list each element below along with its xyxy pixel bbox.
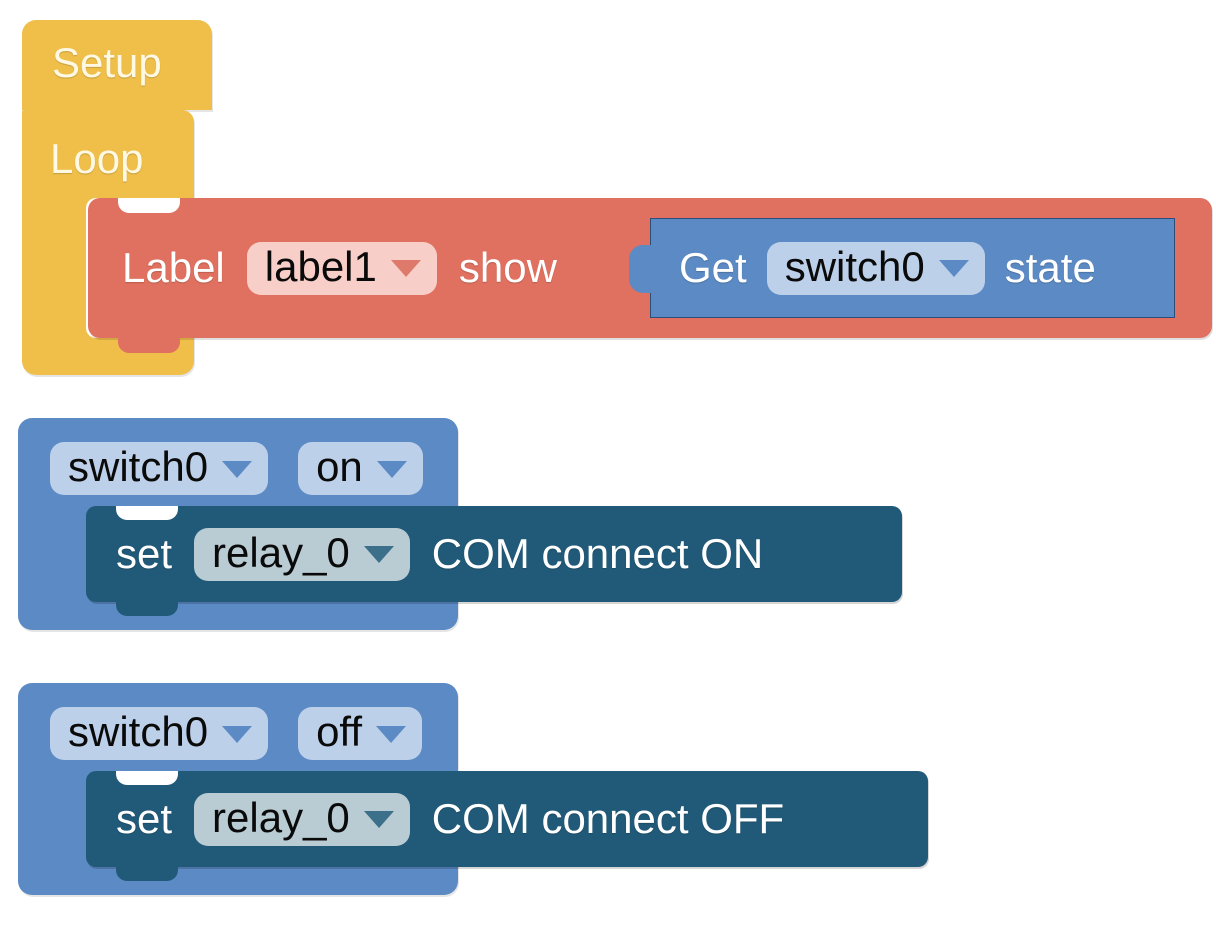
get-block-prefix: Get	[679, 244, 747, 291]
label-block-row: Label label1 show	[122, 198, 557, 338]
set-relay-on-top-notch	[116, 506, 178, 520]
switch-on-device-dropdown[interactable]: switch0	[50, 442, 269, 495]
label-target-dropdown-value: label1	[264, 242, 377, 290]
get-switch-state-block[interactable]: Get switch0 state	[629, 218, 1175, 318]
label-block-prefix: Label	[122, 244, 225, 291]
chevron-down-icon	[222, 460, 253, 478]
set-relay-off-prefix: set	[116, 795, 173, 842]
switch-off-device-dropdown[interactable]: switch0	[50, 707, 269, 760]
chevron-down-icon	[376, 725, 406, 743]
get-block-suffix: state	[1004, 244, 1096, 291]
get-source-dropdown[interactable]: switch0	[766, 241, 985, 295]
switch-off-state-dropdown[interactable]: off	[298, 707, 422, 760]
switch-off-event-header: switch0 off	[50, 707, 422, 760]
setup-block-label: Setup	[52, 39, 162, 86]
set-relay-off-block[interactable]: set relay_0 COM connect OFF	[86, 771, 928, 881]
set-relay-on-bottom-bump	[116, 602, 178, 616]
switch-off-state-dropdown-value: off	[316, 708, 362, 755]
setup-event-block[interactable]: Setup	[22, 20, 212, 110]
set-relay-on-block[interactable]: set relay_0 COM connect ON	[86, 506, 902, 616]
set-relay-on-prefix: set	[116, 530, 173, 577]
chevron-down-icon	[363, 546, 394, 563]
set-relay-on-action: COM connect ON	[431, 530, 764, 577]
set-relay-on-target-dropdown-value: relay_0	[212, 528, 350, 576]
chevron-down-icon	[376, 460, 407, 478]
setup-loop-connector-notch	[62, 108, 124, 123]
set-relay-off-target-dropdown-value: relay_0	[212, 793, 350, 841]
set-relay-on-target-dropdown[interactable]: relay_0	[194, 527, 410, 581]
label-block-top-notch	[118, 198, 180, 213]
switch-on-state-dropdown-value: on	[316, 443, 363, 490]
set-relay-off-bottom-bump	[116, 867, 178, 881]
loop-block-label: Loop	[50, 135, 144, 182]
switch-off-device-dropdown-value: switch0	[68, 708, 209, 755]
chevron-down-icon	[222, 725, 253, 743]
switch-on-state-dropdown[interactable]: on	[298, 442, 423, 495]
chevron-down-icon	[390, 260, 421, 277]
set-relay-off-target-dropdown[interactable]: relay_0	[194, 792, 410, 846]
label-block-bottom-bump	[118, 338, 180, 353]
chevron-down-icon	[938, 260, 969, 277]
chevron-down-icon	[363, 811, 394, 828]
set-relay-off-action: COM connect OFF	[431, 795, 785, 842]
switch-on-event-header: switch0 on	[50, 442, 423, 495]
label-target-dropdown[interactable]: label1	[246, 241, 437, 295]
switch-on-device-dropdown-value: switch0	[68, 443, 209, 490]
set-relay-off-top-notch	[116, 771, 178, 785]
label-block-action: show	[458, 244, 557, 291]
value-output-tab	[629, 245, 653, 293]
get-source-dropdown-value: switch0	[784, 242, 925, 290]
